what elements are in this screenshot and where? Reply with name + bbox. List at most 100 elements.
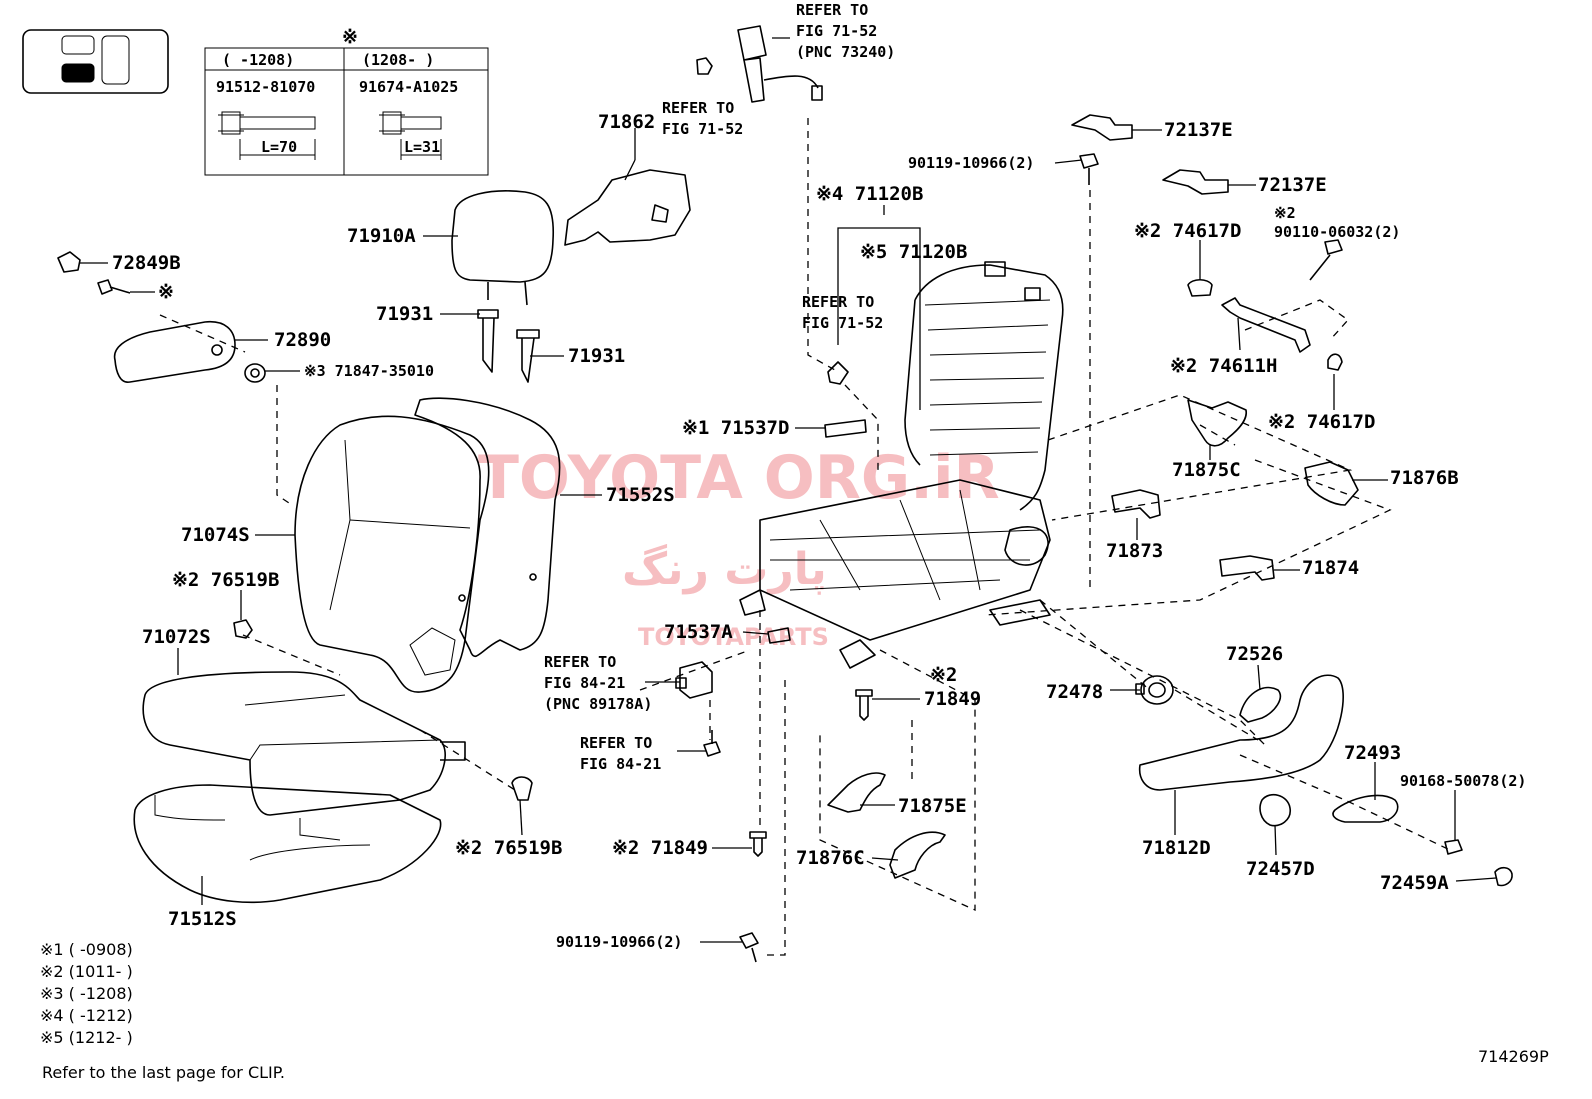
bolt-table-col2-len: L=31 <box>404 138 440 156</box>
headrest-support <box>477 309 499 373</box>
label-71862: 71862 <box>598 111 655 133</box>
footnote-2: ※2 (1011- ) <box>40 962 133 981</box>
headrest-cover-clip <box>651 204 669 223</box>
refer-84-21-line2: FIG 84-21 <box>580 755 661 773</box>
label-72849B: 72849B <box>112 252 181 274</box>
label-71537D: ※1 71537D <box>682 417 789 439</box>
label-71931-a: 71931 <box>376 303 433 325</box>
footnote-1: ※1 ( -0908) <box>40 940 133 959</box>
watermark-persian: پارت رنگ <box>622 544 827 595</box>
label-71849-mark: ※2 <box>930 664 957 686</box>
knob-cap <box>1259 793 1291 827</box>
label-90168: 90168-50078(2) <box>1400 772 1526 790</box>
bolt-table: ※ ( -1208) (1208- ) 91512-81070 91674-A1… <box>204 26 489 176</box>
footnote-4: ※4 ( -1212) <box>40 1006 133 1025</box>
label-71120B-5: ※5 71120B <box>860 241 967 263</box>
handle-cap <box>1327 353 1343 371</box>
release-handle <box>1221 297 1311 353</box>
footnote-3: ※3 ( -1208) <box>40 984 133 1003</box>
label-71847: ※3 71847-35010 <box>304 362 434 380</box>
refer-belt-line3: (PNC 73240) <box>796 43 895 61</box>
cushion-pin <box>855 689 873 721</box>
seat-belt-buckle <box>696 25 823 103</box>
label-72478: 72478 <box>1046 681 1103 703</box>
label-71876B: 71876B <box>1390 467 1459 489</box>
cushion-clip <box>511 776 533 801</box>
wire-clip <box>827 361 849 385</box>
label-72526: 72526 <box>1226 643 1283 665</box>
cover-bracket <box>1071 114 1133 141</box>
caution-label-small <box>767 627 791 644</box>
leader-lines <box>80 37 1497 943</box>
label-76519B-top: ※2 76519B <box>172 569 279 591</box>
assembly-lines <box>159 118 1451 956</box>
refer-84-21-pnc-line1: REFER TO <box>544 653 616 671</box>
headrest-support <box>516 329 540 383</box>
clip-reference-note: Refer to the last page for CLIP. <box>42 1063 285 1082</box>
diagram-id: 714269P <box>1478 1047 1549 1066</box>
bolt-table-col2-range: (1208- ) <box>362 51 434 69</box>
label-71552S: 71552S <box>606 484 675 506</box>
label-74611H: ※2 74611H <box>1170 355 1277 377</box>
refer-belt-line1: REFER TO <box>796 1 868 19</box>
label-71072S: 71072S <box>142 626 211 648</box>
bolt-table-col2-part: 91674-A1025 <box>359 78 458 96</box>
label-71875E: 71875E <box>898 795 967 817</box>
label-71875C: 71875C <box>1172 459 1241 481</box>
connector-bolt <box>703 730 721 757</box>
refer-belt-line2: FIG 71-52 <box>796 22 877 40</box>
seat-cushion-pad <box>133 784 442 904</box>
label-90110: 90110-06032(2) <box>1274 223 1400 241</box>
long-bolt-icon <box>218 111 316 160</box>
headrest-cover <box>564 169 691 246</box>
label-90119-bottom: 90119-10966(2) <box>556 933 682 951</box>
recliner-cover-inner <box>1187 399 1248 447</box>
refer-71-52-b-line1: REFER TO <box>802 293 874 311</box>
label-71873: 71873 <box>1106 540 1163 562</box>
label-72459A: 72459A <box>1380 872 1449 894</box>
label-72890: 72890 <box>274 329 331 351</box>
seat-sensor-connector <box>675 661 713 699</box>
label-76519B-bottom: ※2 76519B <box>455 837 562 859</box>
lifter-knob <box>1135 675 1174 705</box>
handle-screw <box>1309 239 1343 281</box>
bolt-table-col1-len: L=70 <box>261 138 297 156</box>
label-71812D: 71812D <box>1142 837 1211 859</box>
watermark-brand: TOYOTA ORG.iR <box>478 443 1000 513</box>
short-bolt-icon <box>379 111 442 160</box>
label-71537A: 71537A <box>664 621 733 643</box>
label-71512S: 71512S <box>168 908 237 930</box>
cushion-pin <box>749 831 767 857</box>
seat-cushion-cover <box>142 671 446 816</box>
label-71074S: 71074S <box>181 524 250 546</box>
label-71931-b: 71931 <box>568 345 625 367</box>
refer-71-52-a-line2: FIG 71-52 <box>662 120 743 138</box>
label-72137E-b: 72137E <box>1258 174 1327 196</box>
hinge-cover-inner <box>827 772 886 813</box>
recliner-cover-outer <box>1304 461 1359 506</box>
armrest-screw <box>97 279 131 295</box>
bolt-table-col1-range: ( -1208) <box>222 51 294 69</box>
refer-84-21-pnc-line3: (PNC 89178A) <box>544 695 652 713</box>
label-71874: 71874 <box>1302 557 1359 579</box>
seat-frame <box>739 261 1064 669</box>
label-90110-mark: ※2 <box>1274 204 1296 222</box>
handle-screw-2 <box>1444 839 1463 855</box>
watermark-site: TOYOTAPARTS <box>638 623 829 651</box>
armrest <box>113 320 236 383</box>
armrest-cap <box>57 251 81 273</box>
headrest <box>451 190 555 283</box>
label-72457D: 72457D <box>1246 858 1315 880</box>
label-71849-b: ※2 71849 <box>612 837 708 859</box>
label-71849-a: 71849 <box>924 688 981 710</box>
label-72137E-a: 72137E <box>1164 119 1233 141</box>
recliner-lever <box>1239 686 1282 723</box>
cover-bracket <box>1162 169 1229 195</box>
seatback-board <box>414 397 561 657</box>
frame-bolt <box>739 932 759 963</box>
cushion-clip <box>233 619 253 639</box>
seat-side-shield <box>1138 674 1344 791</box>
label-74617D-a: ※2 74617D <box>1134 220 1241 242</box>
buckle-nut-icon <box>696 57 713 75</box>
label-71876C: 71876C <box>796 847 865 869</box>
